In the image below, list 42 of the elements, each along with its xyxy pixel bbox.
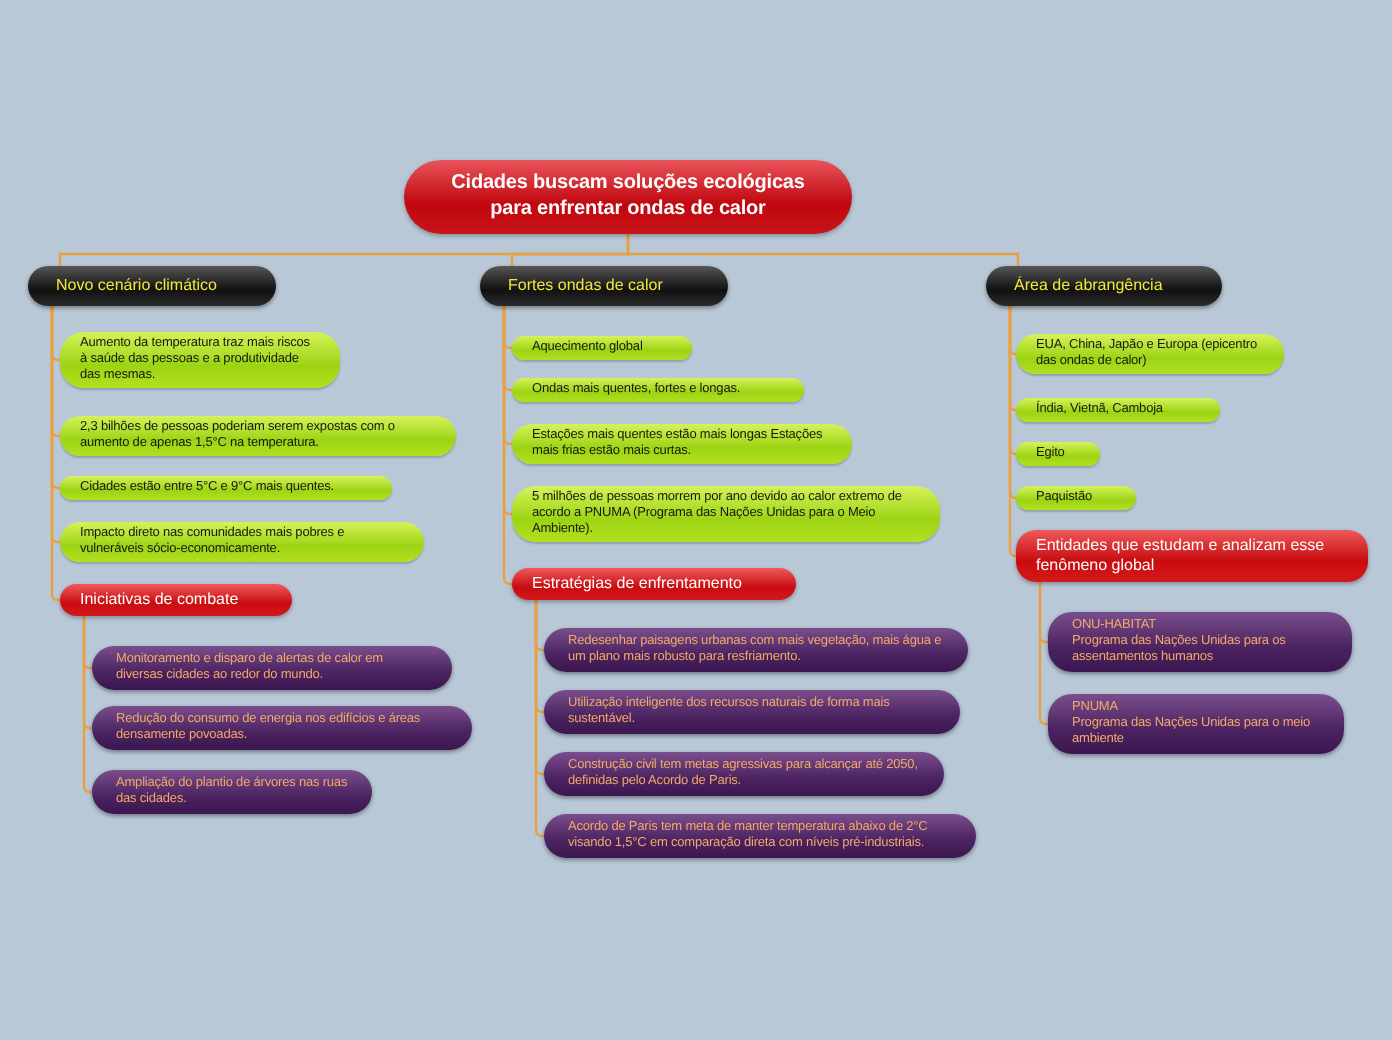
bubble-text: Cidades buscam soluções ecológicas para enfrentar ondas de calor — [449, 172, 807, 222]
connector-line — [50, 306, 61, 602]
connector-line — [1038, 582, 1048, 726]
note-bubble — [60, 522, 424, 563]
detail-bubble — [544, 628, 968, 673]
note-bubble — [1016, 398, 1220, 423]
subtopic-bubble — [60, 584, 292, 616]
note-bubble — [60, 332, 340, 389]
bubble-text: Novo cenário climático — [56, 276, 219, 296]
detail-bubble — [92, 770, 372, 815]
detail-bubble — [544, 814, 976, 859]
detail-bubble — [544, 690, 960, 735]
note-bubble — [1016, 334, 1284, 375]
connector-line — [502, 306, 513, 586]
connector-line — [534, 600, 545, 838]
note-bubble — [1016, 486, 1136, 511]
bubble-text: Estratégias de enfrentamento — [532, 574, 744, 594]
subtopic-bubble — [1016, 530, 1368, 582]
connector-line — [82, 616, 92, 794]
title-bubble — [404, 160, 852, 234]
note-bubble — [512, 486, 940, 543]
note-bubble — [60, 416, 456, 457]
topic-bubble — [986, 266, 1222, 306]
detail-bubble — [1048, 612, 1352, 673]
note-bubble — [512, 424, 852, 465]
detail-bubble — [92, 646, 452, 691]
connector-line — [626, 234, 1020, 266]
bubble-text: Iniciativas de combate — [80, 590, 241, 610]
bubble-text: Fortes ondas de calor — [508, 276, 665, 296]
note-bubble — [60, 476, 392, 501]
connector-line — [1008, 306, 1018, 558]
bubble-text: Área de abrangência — [1014, 276, 1165, 296]
note-bubble — [1016, 442, 1100, 467]
note-bubble — [512, 336, 692, 361]
note-bubble — [512, 378, 804, 403]
subtopic-bubble — [512, 568, 796, 600]
topic-bubble — [480, 266, 728, 306]
detail-bubble — [544, 752, 944, 797]
topic-bubble — [28, 266, 276, 306]
bubble-text: Entidades que estudam e analizam esse fenômeno global — [1036, 536, 1327, 576]
detail-bubble — [1048, 694, 1344, 755]
detail-bubble — [92, 706, 472, 751]
